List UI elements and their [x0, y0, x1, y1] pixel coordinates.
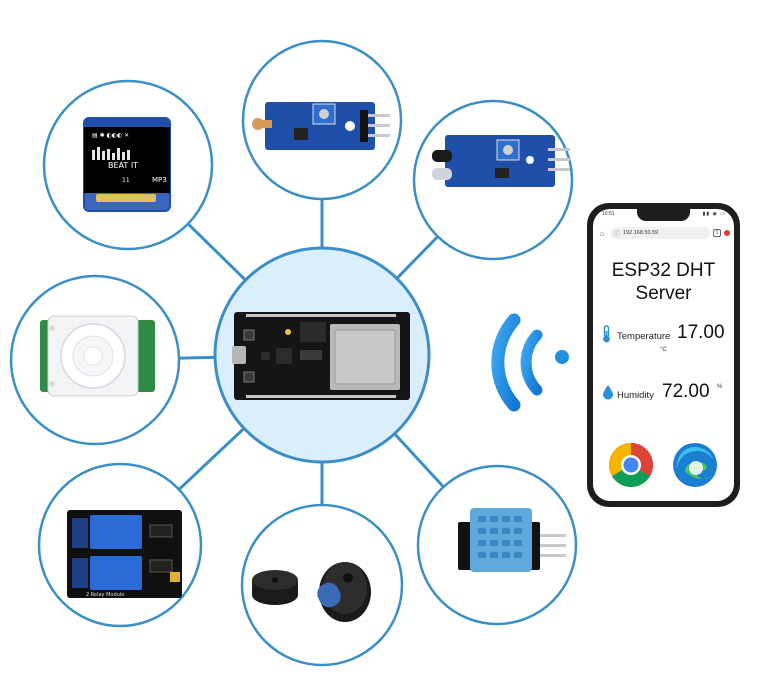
oled-screen-number: 11 — [122, 177, 130, 184]
pir-motion-sensor — [40, 315, 155, 397]
browser-address-bar: ⌂ ⓘ 192.168.50.59 1 — [597, 226, 730, 240]
wifi-icon — [491, 313, 569, 412]
edge-icon[interactable] — [671, 441, 719, 489]
browser-app-icons — [593, 441, 734, 491]
oled-display: BEAT IT MP3 11 ▤ ✱ ◐◐◐ ✕ — [83, 117, 171, 212]
url-text: 192.168.50.59 — [623, 230, 659, 236]
dht11-sensor-module — [458, 508, 566, 572]
temperature-reading: Temperature 17.00 °C — [602, 322, 728, 353]
oled-screen-badge: MP3 — [152, 176, 167, 184]
temperature-label: Temperature — [617, 331, 671, 342]
esp32-board — [232, 312, 410, 400]
relay-label: 2 Relay Module — [86, 592, 124, 598]
humidity-label: Humidity — [617, 390, 654, 401]
status-icons: ▮▮ ◉ ▭ — [702, 211, 726, 217]
buzzer — [252, 562, 371, 622]
browser-menu-icon[interactable] — [724, 230, 730, 236]
svg-text:▤ ✱ ◐◐◐ ✕: ▤ ✱ ◐◐◐ ✕ — [92, 132, 129, 139]
humidity-reading: Humidity 72.00 % — [602, 381, 728, 411]
ldr-light-sensor-module — [252, 102, 390, 150]
page-title: ESP32 DHT Server — [611, 260, 716, 304]
relay-module: 2 Relay Module — [67, 510, 182, 598]
info-icon: ⓘ — [614, 231, 621, 238]
home-icon[interactable]: ⌂ — [599, 228, 605, 238]
chrome-icon[interactable] — [607, 441, 655, 489]
oled-screen-text: BEAT IT — [108, 161, 138, 170]
smartphone: 10:51 ▮▮ ◉ ▭ ⌂ ⓘ 192.168.50.59 1 ESP32 D… — [587, 203, 740, 507]
temperature-value: 17.00 — [677, 322, 725, 343]
humidity-unit: % — [717, 384, 723, 390]
phone-screen: 10:51 ▮▮ ◉ ▭ ⌂ ⓘ 192.168.50.59 1 ESP32 D… — [593, 209, 734, 501]
url-field[interactable]: ⓘ 192.168.50.59 — [610, 227, 710, 239]
temperature-unit: °C — [660, 347, 667, 353]
thermometer-icon — [602, 325, 611, 347]
water-drop-icon — [602, 384, 614, 404]
status-time: 10:51 — [602, 211, 615, 217]
humidity-value: 72.00 — [662, 381, 710, 402]
ir-obstacle-sensor-module — [432, 135, 570, 187]
phone-notch — [637, 209, 690, 221]
tabs-count-icon[interactable]: 1 — [713, 229, 721, 237]
